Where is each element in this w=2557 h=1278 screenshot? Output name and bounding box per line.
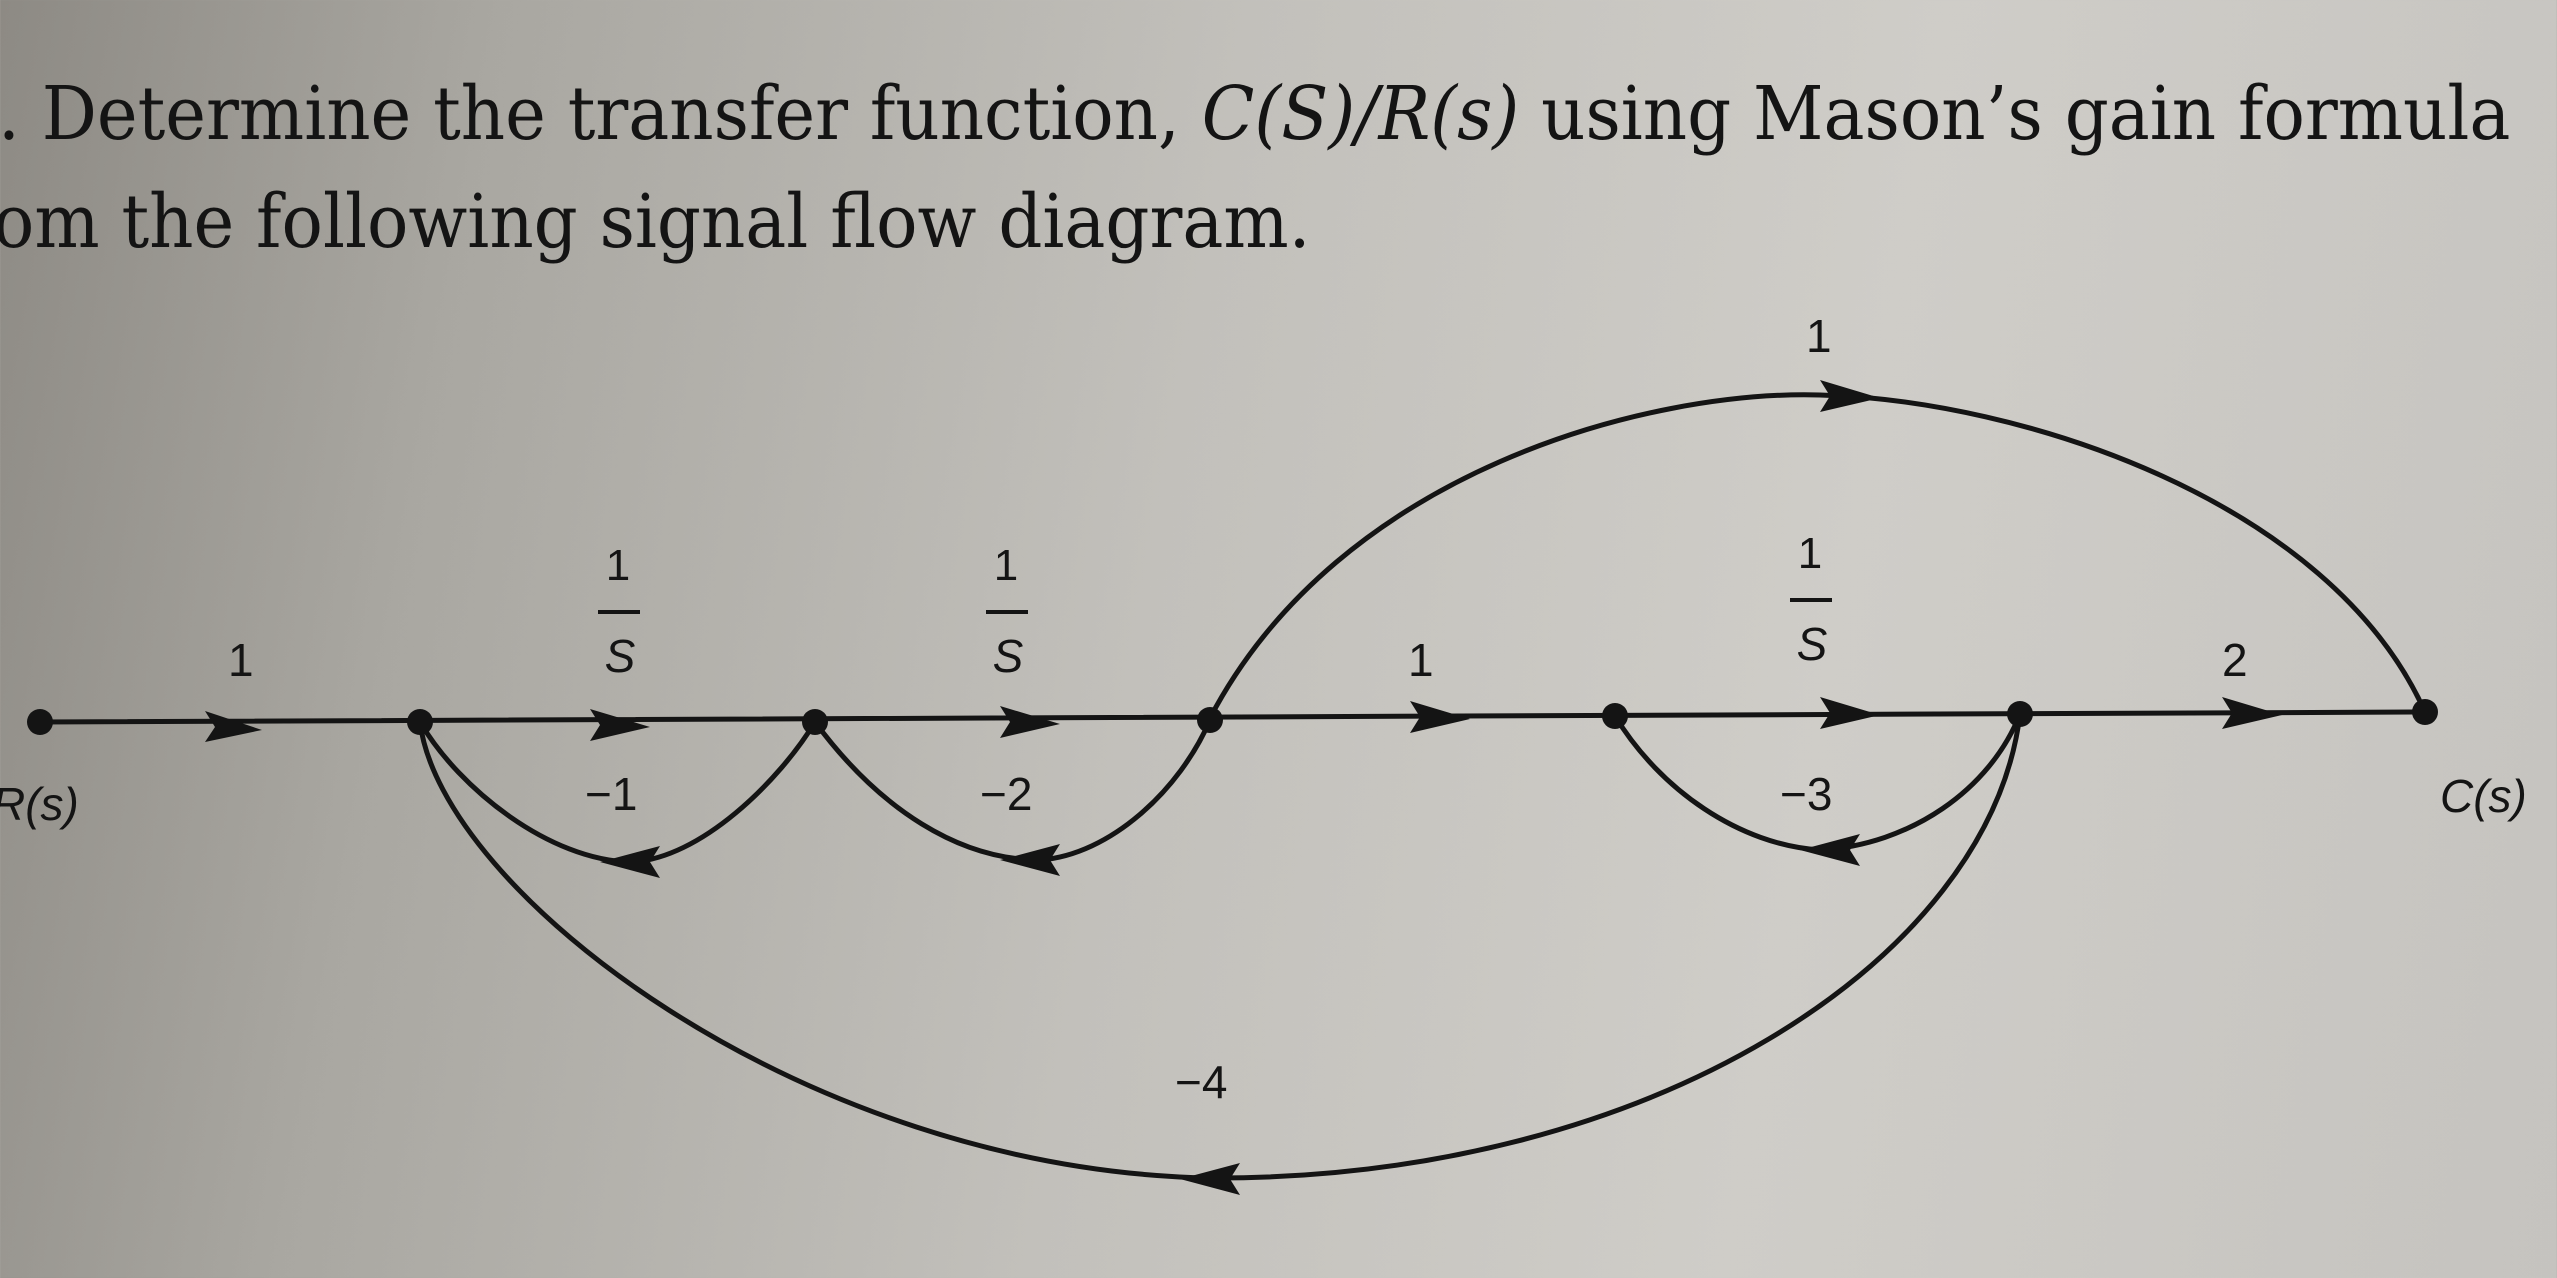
arrow-feedback-3 (1800, 834, 1860, 866)
arrow-feedback-1 (600, 846, 660, 878)
gain-label-5: 1 S (1790, 529, 1832, 670)
output-label: C(s) (2440, 770, 2527, 822)
arrow-forward-6 (2222, 697, 2282, 729)
arrow-feedback-4 (1180, 1163, 1240, 1195)
forward-path-line (37, 709, 2428, 725)
gain-label-3: 1 S (986, 541, 1028, 682)
node-3 (1197, 707, 1223, 733)
feedforward-gain-label: 1 (1806, 310, 1832, 362)
question-prefix: . Determine the transfer function, (0, 71, 1202, 157)
arrow-forward-4 (1410, 701, 1470, 733)
feedback-gain-label-3: −3 (1780, 768, 1832, 820)
gain-label-2: 1 S (598, 541, 640, 682)
fraction-numerator: 1 (1798, 529, 1822, 578)
arrow-forward-2 (590, 709, 650, 741)
transfer-function-formula: C(S)/R(s) (1201, 71, 1520, 157)
fraction-denominator: S (1797, 618, 1828, 670)
node-1 (407, 709, 433, 735)
gain-label-6: 2 (2222, 634, 2248, 686)
fraction-denominator: S (605, 630, 636, 682)
gain-label-1: 1 (228, 634, 254, 686)
arrow-forward-3 (1000, 706, 1060, 738)
question-suffix: using Mason’s gain formula (1519, 71, 2511, 157)
question-line-1: . Determine the transfer function, C(S)/… (0, 60, 2510, 168)
arrow-feedforward (1820, 380, 1880, 412)
arrow-forward-5 (1820, 697, 1880, 729)
node-5 (2007, 701, 2033, 727)
feedback-gain-label-4: −4 (1175, 1056, 1227, 1108)
node-output (2412, 699, 2438, 725)
question-line-2: rom the following signal flow diagram. (0, 179, 1311, 265)
fraction-denominator: S (993, 630, 1024, 682)
gain-label-4: 1 (1408, 634, 1434, 686)
feedback-gain-label-2: −2 (980, 768, 1032, 820)
node-4 (1602, 703, 1628, 729)
node-input (27, 709, 53, 735)
fraction-numerator: 1 (994, 541, 1018, 590)
feedback-gain-label-1: −1 (585, 768, 637, 820)
feedforward-branch (1207, 392, 2428, 721)
arrow-feedback-2 (1000, 844, 1060, 876)
input-label: R(s) (0, 778, 79, 830)
node-2 (802, 709, 828, 735)
fraction-numerator: 1 (606, 541, 630, 590)
arrow-forward-1 (205, 711, 262, 742)
question-text: . Determine the transfer function, C(S)/… (0, 60, 2557, 276)
